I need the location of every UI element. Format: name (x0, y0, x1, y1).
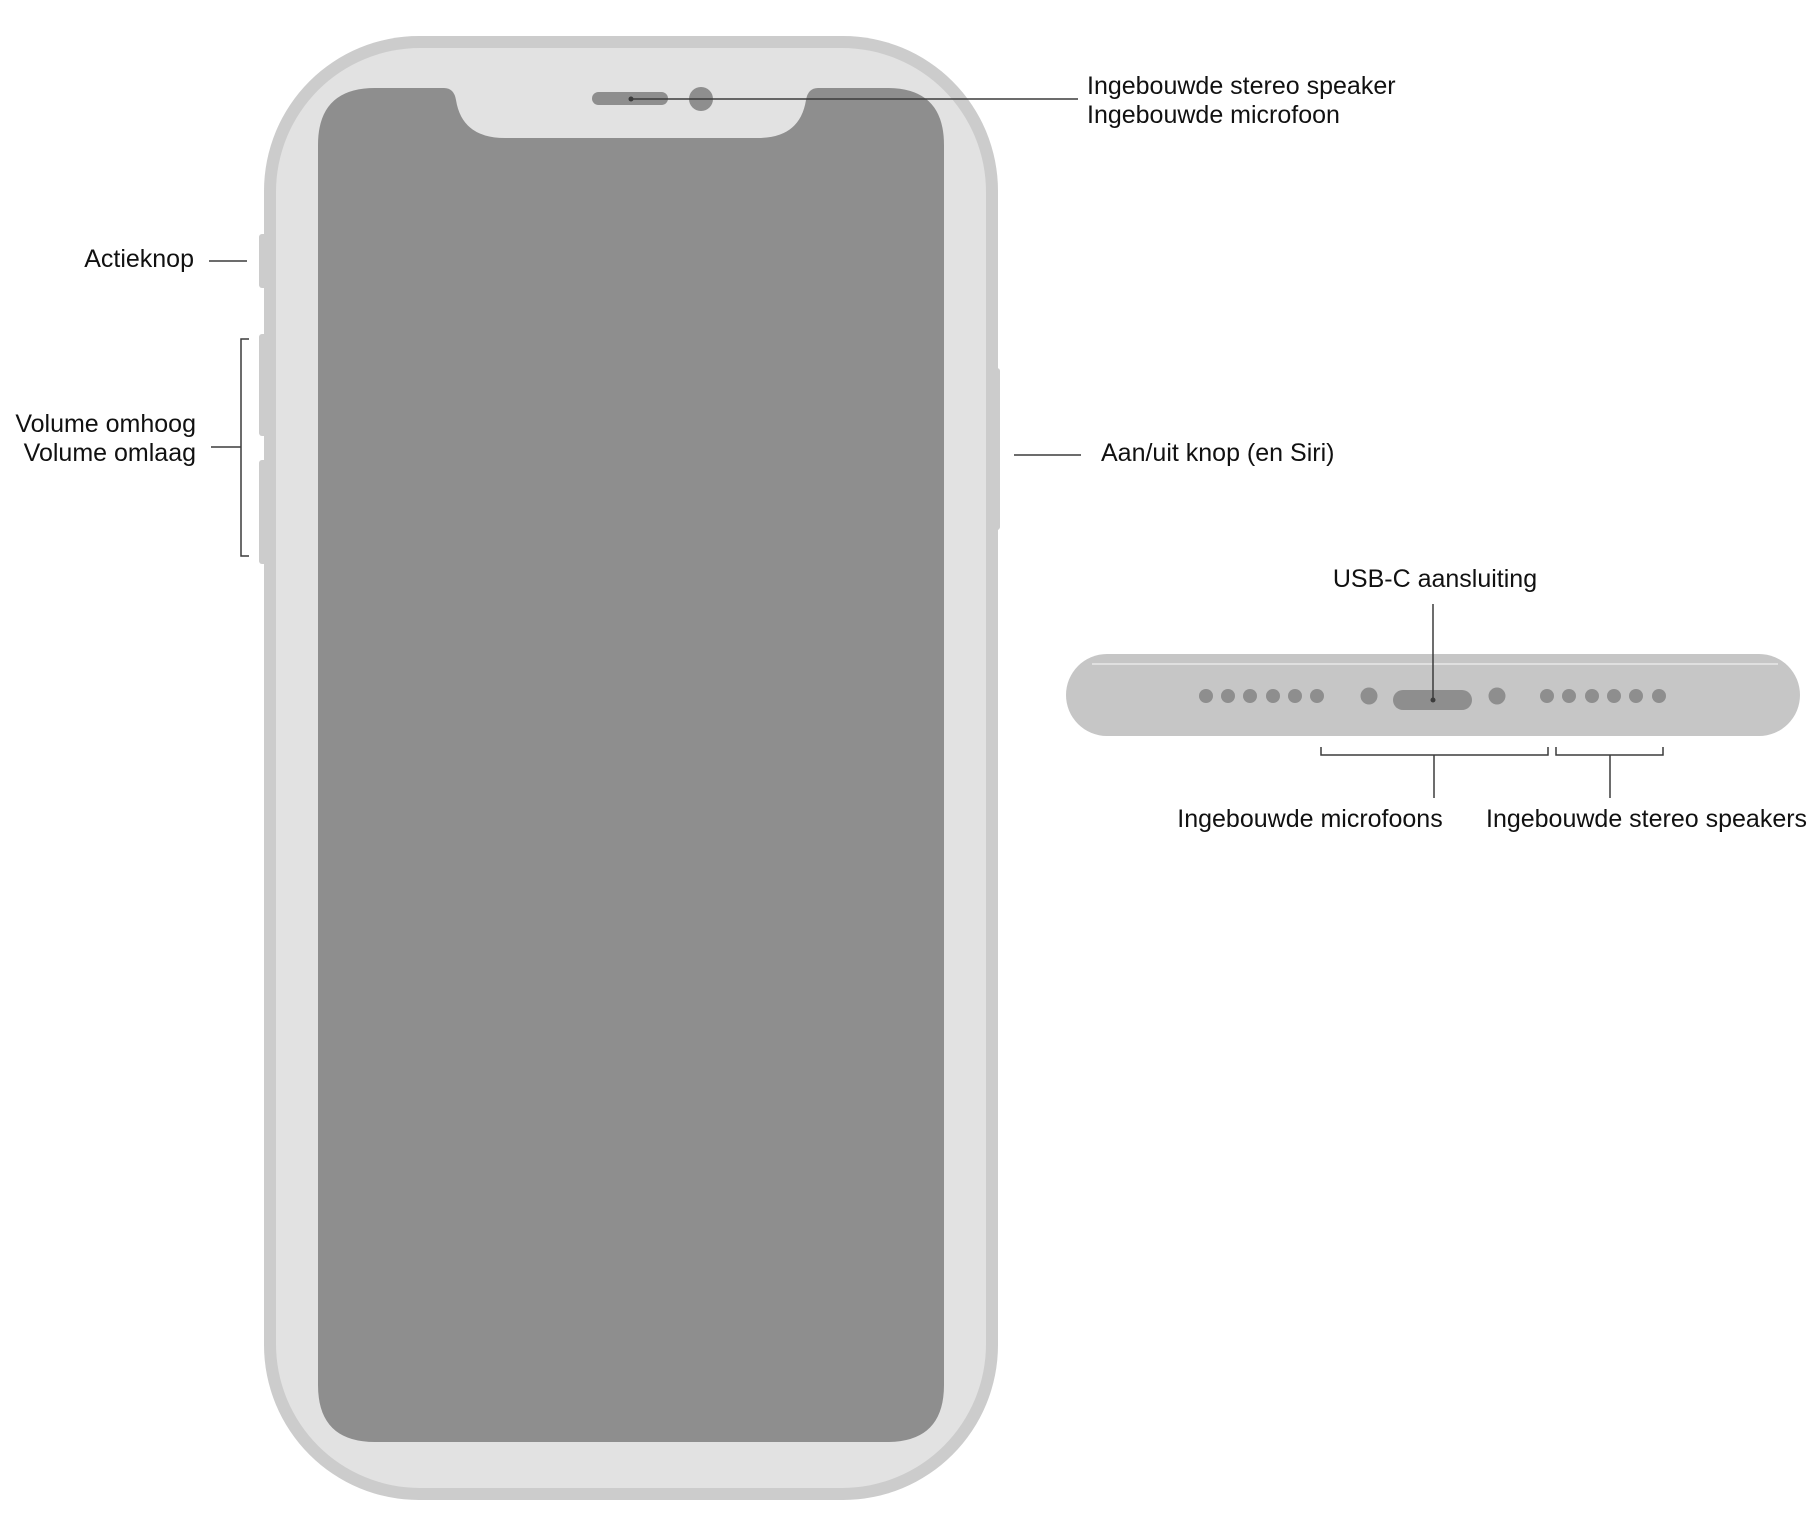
label-volume-up: Volume omhoog (15, 410, 196, 438)
label-speaker-top: Ingebouwde stereo speaker (1087, 72, 1396, 100)
label-usb-c: USB-C aansluiting (1332, 565, 1538, 593)
speaker-hole (1199, 689, 1213, 703)
speaker-hole (1243, 689, 1257, 703)
speaker-hole (1607, 689, 1621, 703)
speaker-hole (1562, 689, 1576, 703)
label-volume-down: Volume omlaag (23, 439, 196, 467)
speaker-hole (1266, 689, 1280, 703)
bottom-microphone-left (1360, 687, 1378, 705)
bottom-microphone-right (1488, 687, 1506, 705)
leader-dot-usb (1430, 697, 1436, 703)
speaker-hole (1629, 689, 1643, 703)
speaker-hole (1652, 689, 1666, 703)
speaker-hole (1540, 689, 1554, 703)
bracket-volume (240, 338, 249, 557)
label-bottom-speakers: Ingebouwde stereo speakers (1486, 805, 1808, 833)
speaker-hole (1288, 689, 1302, 703)
speaker-hole (1585, 689, 1599, 703)
phone-screen (318, 88, 944, 1442)
label-side-button: Aan/uit knop (en Siri) (1101, 439, 1335, 467)
right-speaker-holes (1540, 689, 1666, 703)
bracket-microphones (1320, 747, 1549, 756)
bracket-speakers (1555, 747, 1664, 756)
leader-dot-top (628, 96, 634, 102)
label-microphone-top: Ingebouwde microfoon (1087, 101, 1340, 129)
speaker-hole (1221, 689, 1235, 703)
speaker-hole (1310, 689, 1324, 703)
label-bottom-microphones: Ingebouwde microfoons (1177, 805, 1443, 833)
left-speaker-holes (1199, 689, 1324, 703)
label-action-button: Actieknop (84, 245, 194, 273)
